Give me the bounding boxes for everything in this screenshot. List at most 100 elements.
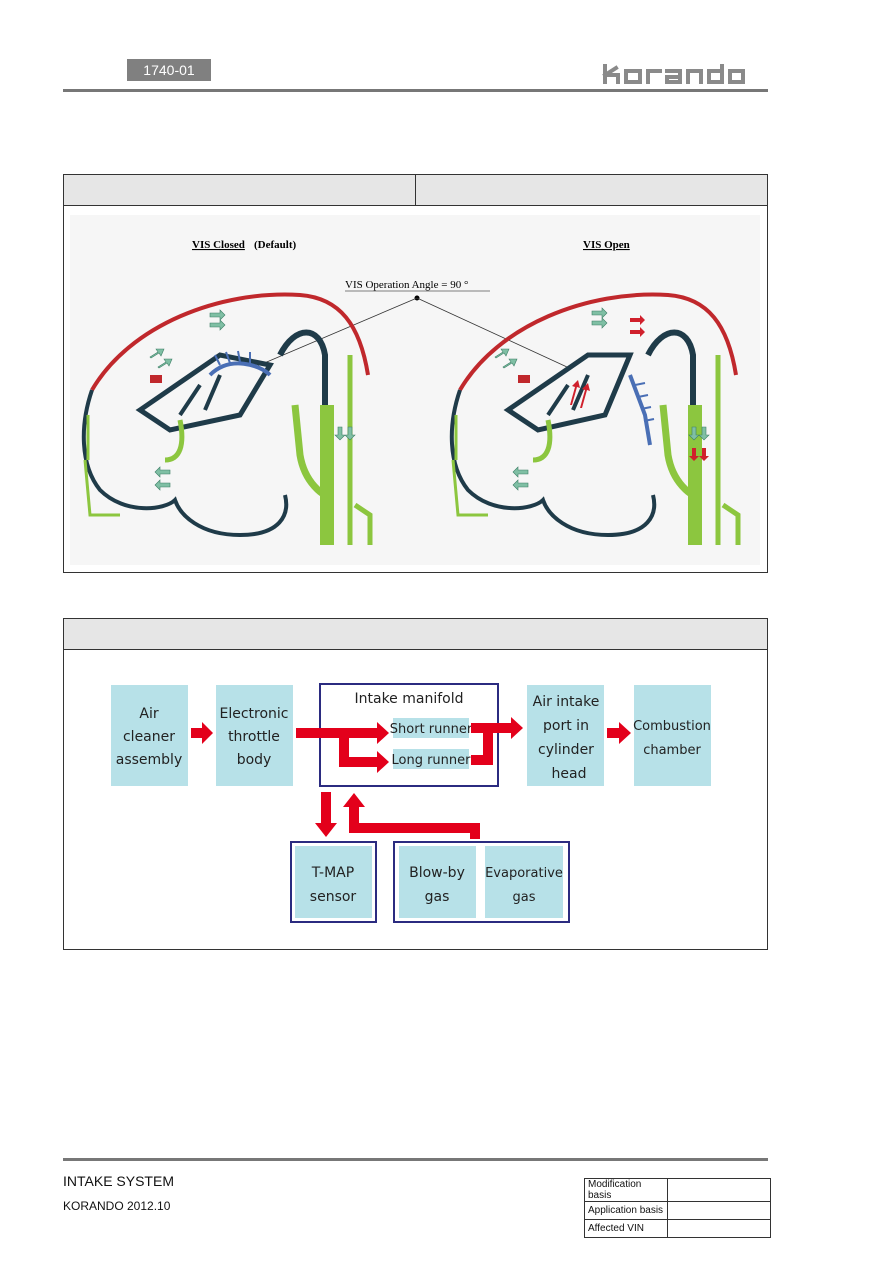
evaporative-label-1: Evaporative [485,866,563,881]
airflow-red-arrows-up [570,380,590,408]
vis-angle-label: VIS Operation Angle = 90 ° [345,279,468,291]
air-cleaner-label-2: cleaner [123,729,175,745]
port-wall [277,329,328,485]
arrow-cleaner-to-throttle [191,722,213,744]
right-insert [347,355,373,545]
short-runner-box [393,718,469,738]
airflow-arrows-top-open [591,307,608,329]
revision-basis-table: Modification basis Application basis Aff… [584,1178,771,1238]
basis-label: Modification basis [584,1178,668,1202]
evaporative-gas-box [485,846,563,918]
airflow-arrows-down [334,426,356,441]
airflow-arrows-return [154,466,171,491]
arrow-short-runner-to-port [471,717,523,739]
airflow-arrows-top [209,309,226,331]
arrow-long-runner-to-port [471,733,493,765]
basis-value [667,1219,771,1238]
basis-row: Affected VIN [584,1219,771,1238]
upper-housing-wall [90,292,370,392]
vis-valve-flap-open [628,374,652,446]
footer-divider [63,1158,768,1161]
runner-partition-open [503,352,634,433]
throttle-label-3: body [237,752,272,768]
left-seal-open [518,375,530,383]
arrow-gases-to-manifold [343,793,480,839]
outer-insert [83,415,120,517]
arrow-throttle-to-long-runner [339,738,389,773]
port-insert-open [688,405,702,545]
partition-ribs [178,374,222,417]
throttle-body-box [216,685,293,786]
partition-ribs-open [546,374,590,417]
tmap-label-2: sensor [310,889,357,905]
vis-closed-title: VIS Closed [192,239,245,251]
air-cleaner-label-3: assembly [116,752,182,768]
flow-arrows [191,717,631,839]
evaporative-label-2: gas [513,890,536,905]
combustion-chamber-box [634,685,711,786]
intake-manifold-title: Intake manifold [355,691,464,707]
left-seal [150,375,162,383]
runner-partition [135,352,274,433]
valve-teeth-open [634,382,655,422]
arrow-port-to-combustion [607,722,631,744]
upper-housing-wall-open [458,292,738,392]
basis-value [667,1201,771,1220]
vis-valve-flap [208,361,272,377]
basis-label: Affected VIN [584,1219,668,1238]
footer-section-title: INTAKE SYSTEM [63,1173,174,1189]
arrow-throttle-to-short-runner [296,722,389,744]
arrow-manifold-to-tmap [315,792,337,837]
basis-value [667,1178,771,1202]
header-divider [63,89,768,92]
throttle-label-2: throttle [228,729,280,745]
port-insert [320,405,334,545]
header-column-divider [415,175,416,205]
lower-housing-wall [81,389,289,538]
lower-housing-wall-open [449,389,657,538]
vis-operation-panel: VIS Closed (Default) VIS Open VIS Operat… [63,174,768,573]
tmap-sensor-box [295,846,372,918]
valve-teeth [214,350,251,366]
left-insert-open [532,419,553,463]
blowby-label-1: Blow-by [409,865,465,881]
intake-port-label-2: port in [543,718,589,734]
basis-label: Application basis [584,1201,668,1220]
outer-insert-open [451,415,488,517]
blowby-gas-box [399,846,476,918]
basis-row: Modification basis [584,1178,771,1202]
throttle-label-1: Electronic [219,706,288,722]
intake-port-label-3: cylinder [538,742,594,758]
intake-port-box [527,685,604,786]
long-runner-label: Long runner [392,753,472,768]
vis-panel-header [64,175,767,206]
airflow-red-arrows-top [630,315,645,337]
combustion-label-2: chamber [643,743,701,758]
long-runner-box [393,749,469,769]
right-insert-open [715,355,741,545]
blowby-label-2: gas [425,889,450,905]
short-runner-label: Short runner [390,722,473,737]
air-cleaner-box [111,685,188,786]
combustion-label-1: Combustion [633,719,711,734]
airflow-arrows-side [149,348,173,369]
intake-flow-panel: Air cleaner assembly Electronic throttle… [63,618,768,950]
left-insert [164,419,185,463]
air-cleaner-label-1: Air [139,706,158,722]
intake-flow-diagram: Air cleaner assembly Electronic throttle… [111,683,711,923]
angle-callout-line-right [416,297,568,368]
airflow-arrows-side-open [494,348,518,369]
diagram-background [70,215,760,565]
intake-port-label-4: head [552,766,587,782]
flow-panel-header [64,619,767,650]
korando-logo [602,64,745,84]
vis-open-section [449,292,741,545]
vis-closed-default-label: (Default) [254,239,296,251]
footer-model-date: KORANDO 2012.10 [63,1199,171,1213]
vis-open-title: VIS Open [583,239,630,251]
airflow-arrows-return-open [512,466,529,491]
tmap-label-1: T-MAP [311,865,354,881]
airflow-red-arrows-down [689,448,709,461]
vis-cross-section-diagram: VIS Closed (Default) VIS Open VIS Operat… [70,215,760,565]
vis-closed-section [81,292,373,545]
